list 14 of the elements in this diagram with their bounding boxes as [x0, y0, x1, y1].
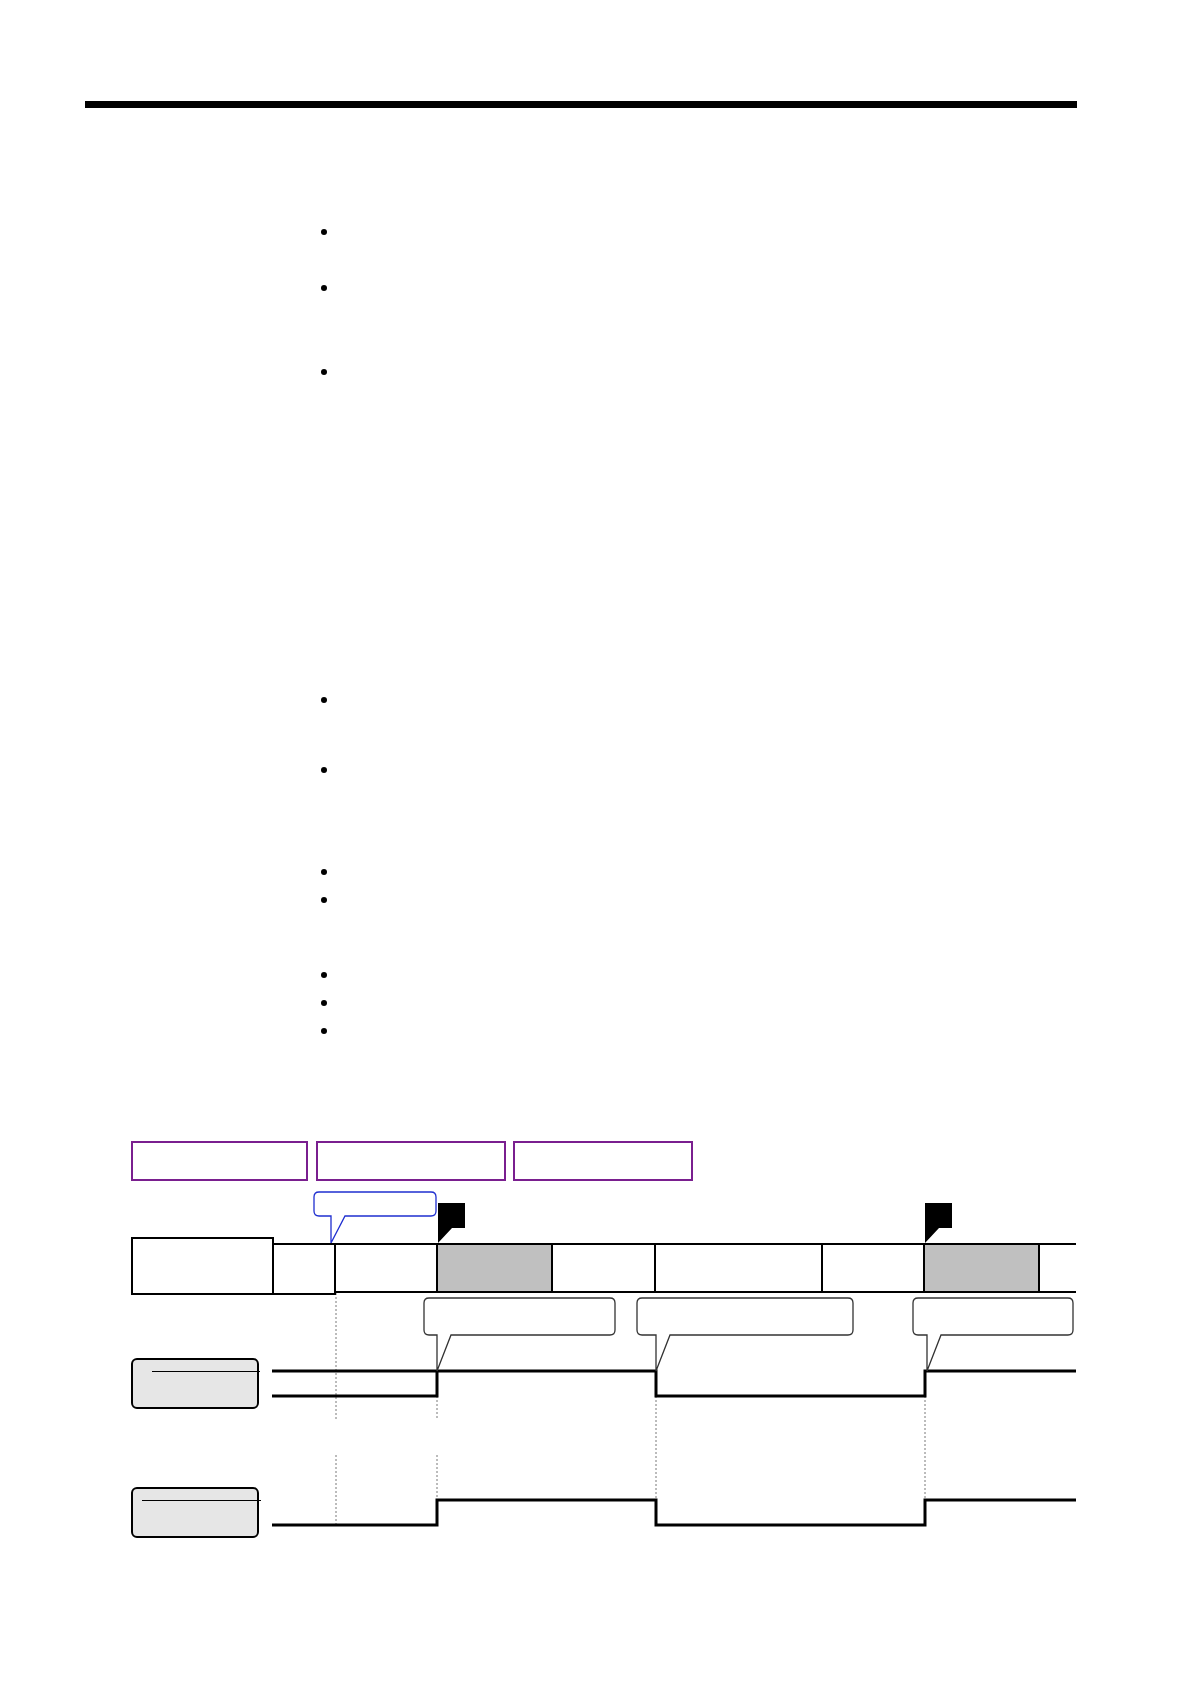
timeline-cell [823, 1243, 925, 1293]
phase-box [131, 1141, 308, 1181]
timeline-cell [656, 1243, 823, 1293]
timeline-cell [1040, 1243, 1076, 1293]
signal-label-box [131, 1487, 259, 1538]
signal-label-box [131, 1358, 259, 1409]
phase-box [513, 1141, 693, 1181]
row-label-box [131, 1237, 274, 1295]
timeline-cell [438, 1243, 553, 1293]
timeline-cell [336, 1243, 438, 1293]
timeline-cell [274, 1243, 336, 1295]
timeline-cell [553, 1243, 656, 1293]
phase-box [316, 1141, 506, 1181]
timeline-cell [925, 1243, 1040, 1293]
